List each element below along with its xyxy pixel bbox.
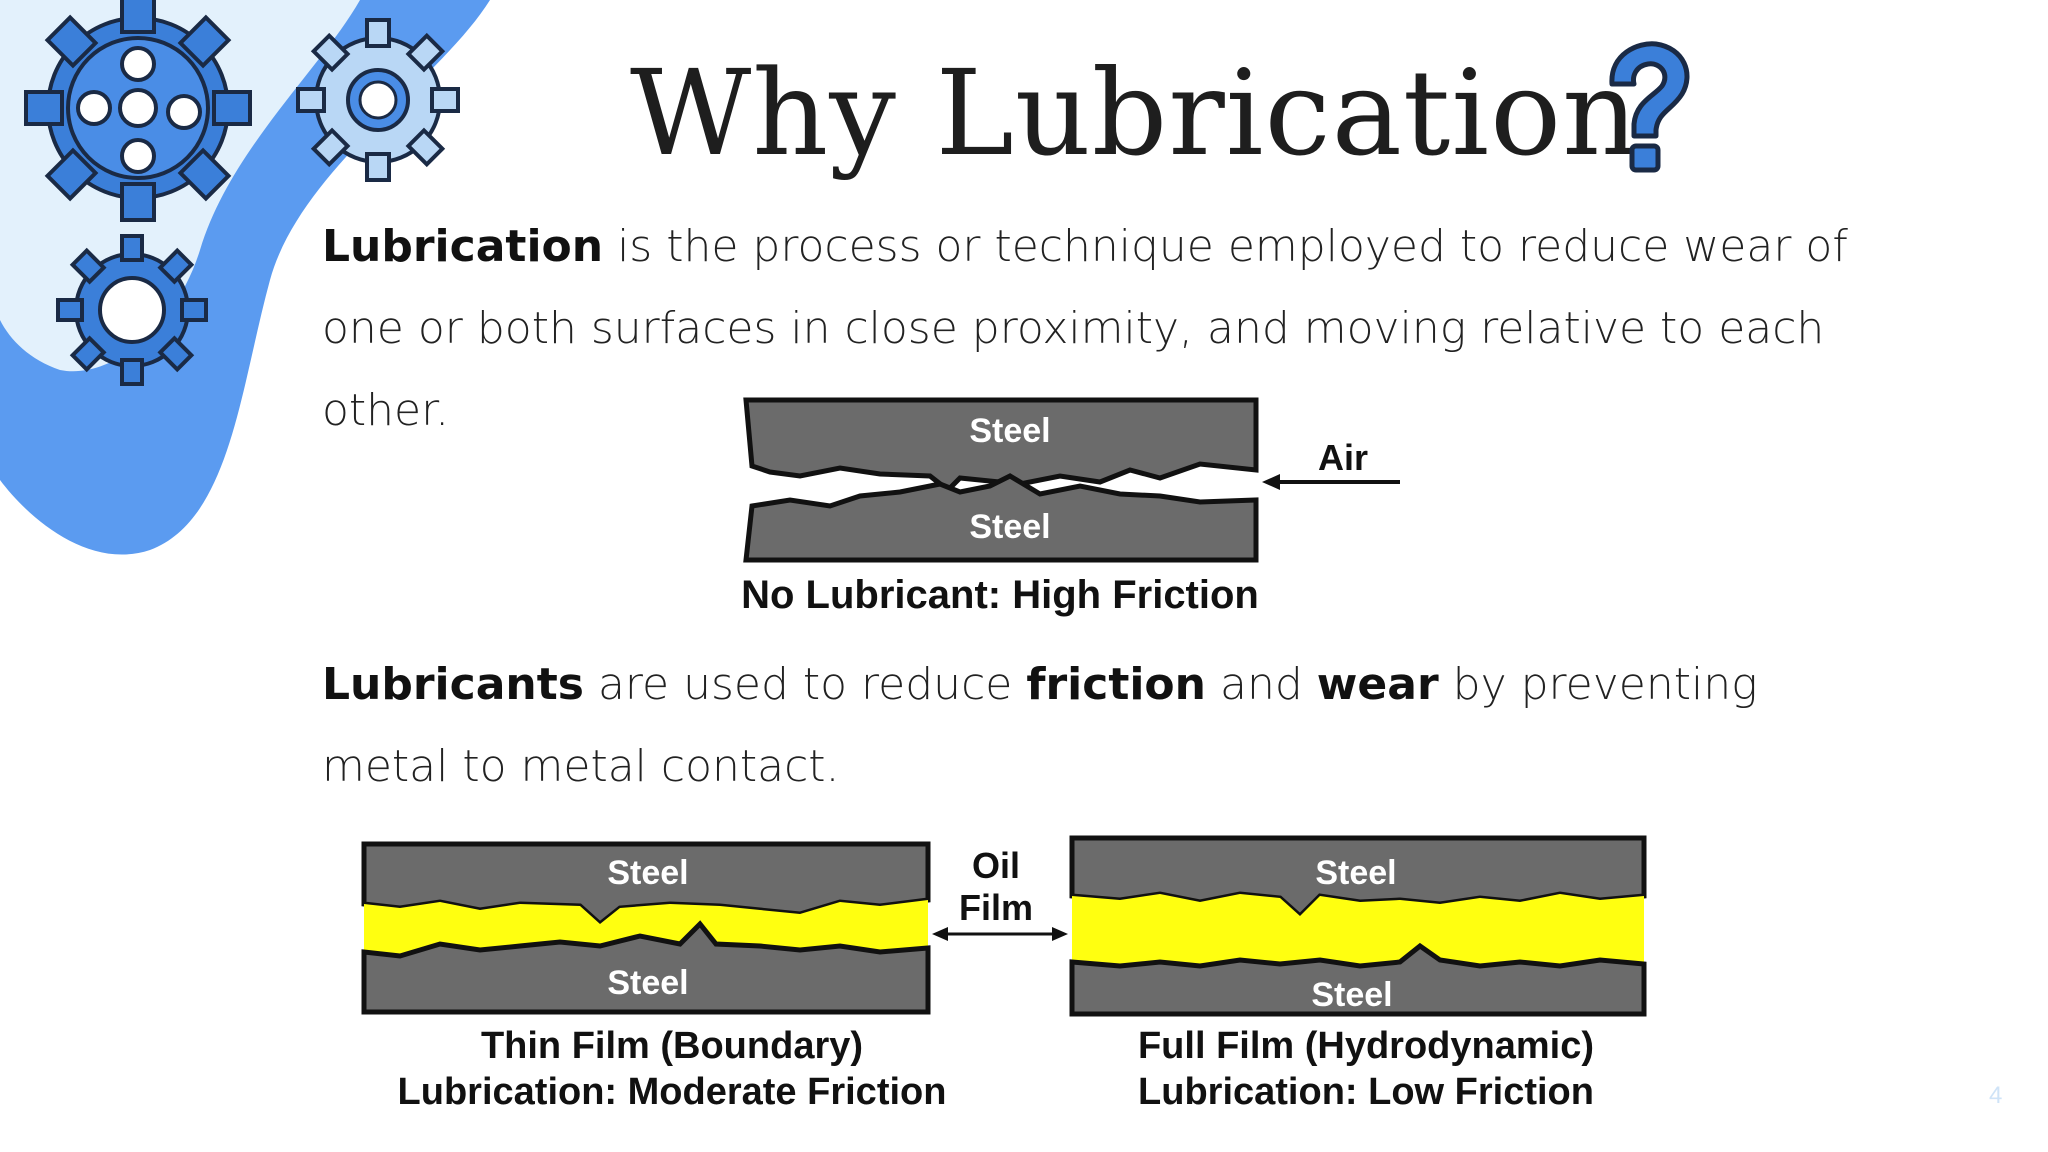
- steel-bottom-block: [743, 473, 1259, 563]
- steel-label-right-bottom: Steel: [1311, 976, 1392, 1014]
- term-lubricants: Lubricants: [322, 659, 584, 710]
- term-lubrication: Lubrication: [322, 221, 604, 272]
- oil-film-full: [1072, 894, 1644, 966]
- steel-label-left-top: Steel: [607, 854, 688, 892]
- steel-bottom-block: [361, 920, 931, 1015]
- film-label: Film: [959, 887, 1033, 928]
- steel-label-top: Steel: [969, 412, 1050, 450]
- purpose-text-a: are used to reduce: [583, 659, 1027, 710]
- term-wear: wear: [1316, 659, 1439, 710]
- page-number: 4: [1989, 1082, 2003, 1109]
- oil-film-arrow-right-head: [1052, 927, 1068, 941]
- air-arrow-head: [1262, 474, 1280, 490]
- purpose-text-e: by preventing metal to metal contact.: [322, 659, 1758, 792]
- lubrication-definition: Lubrication is the process or technique …: [322, 206, 1942, 452]
- term-friction: friction: [1026, 659, 1206, 710]
- gear-icon: [24, 0, 252, 222]
- full-film-caption-line1: Full Film (Hydrodynamic): [1138, 1025, 1594, 1067]
- page-title: Why Lubrication: [630, 44, 1640, 182]
- air-label: Air: [1318, 437, 1368, 478]
- steel-label-bottom: Steel: [969, 508, 1050, 546]
- gear-decoration: [0, 0, 490, 555]
- no-lubricant-caption: No Lubricant: High Friction: [741, 573, 1259, 617]
- thin-film-caption-line1: Thin Film (Boundary): [481, 1025, 863, 1067]
- gear-icon: [56, 234, 208, 386]
- steel-top-block: [743, 397, 1259, 494]
- steel-label-right-top: Steel: [1315, 854, 1396, 892]
- question-mark-icon: [1609, 41, 1690, 173]
- purpose-text-c: and: [1206, 659, 1317, 710]
- full-film-caption-line2: Lubrication: Low Friction: [1138, 1071, 1594, 1113]
- oil-film-arrow-left-head: [932, 927, 948, 941]
- gear-icon: [296, 18, 460, 182]
- oil-label: Oil: [972, 845, 1020, 886]
- steel-bottom-block: [1069, 942, 1647, 1017]
- lubricants-purpose: Lubricants are used to reduce friction a…: [322, 644, 1882, 808]
- oil-film-thin: [364, 900, 928, 956]
- thin-film-caption-line2: Lubrication: Moderate Friction: [398, 1071, 947, 1113]
- definition-text: is the process or technique employed to …: [322, 221, 1848, 436]
- steel-label-left-bottom: Steel: [607, 964, 688, 1002]
